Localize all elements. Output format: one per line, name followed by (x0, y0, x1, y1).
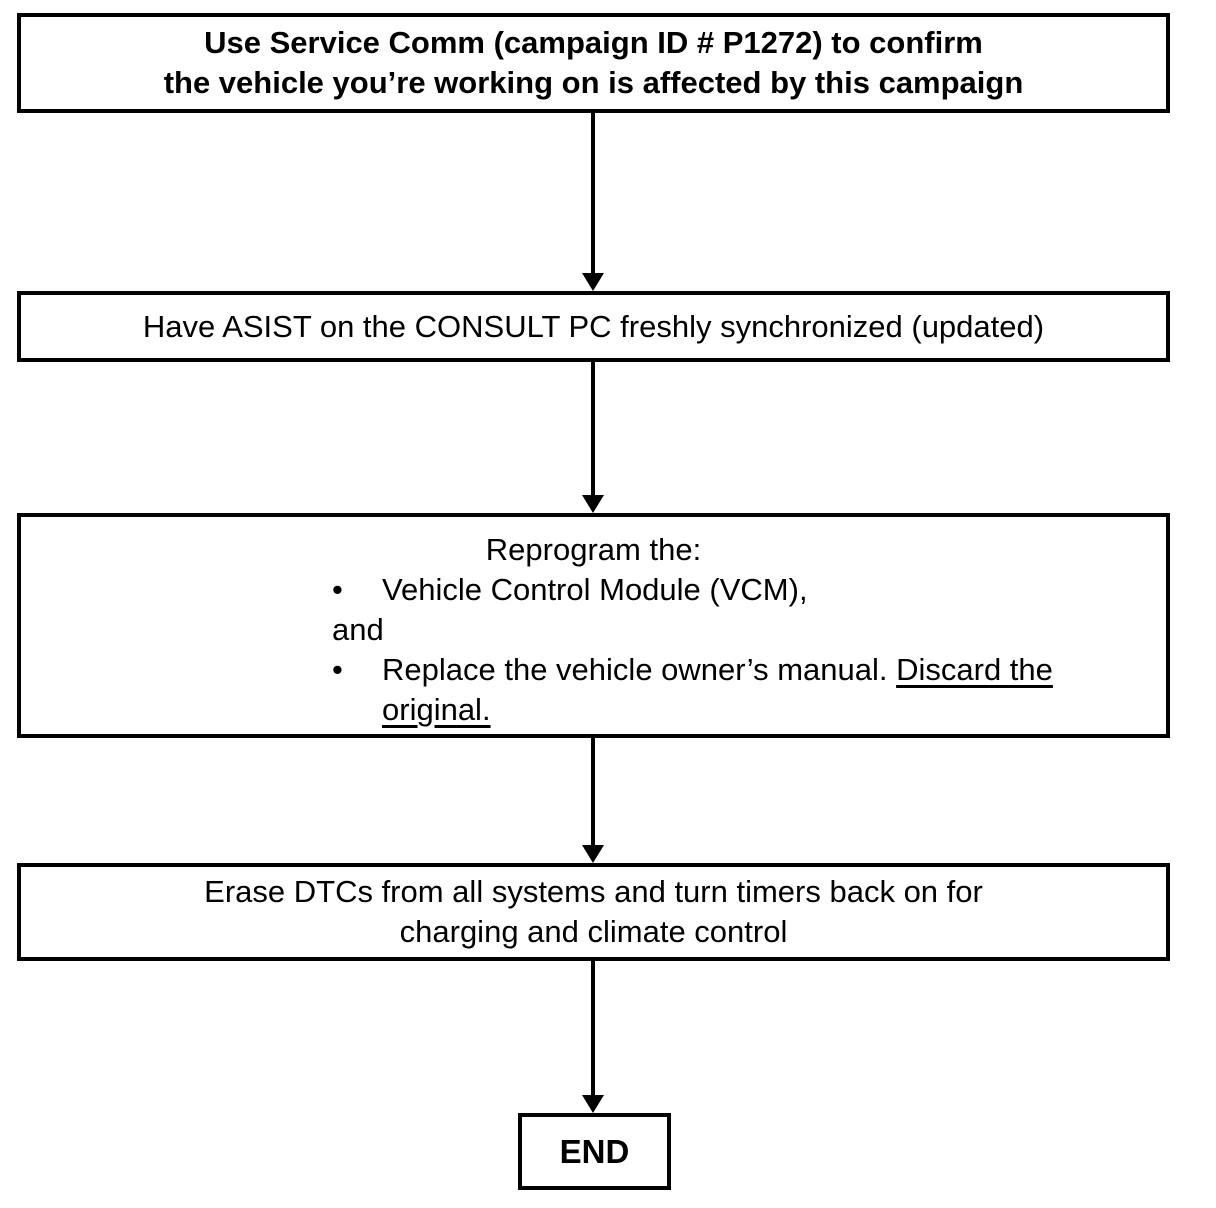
bullet-icon: • (332, 652, 343, 687)
step-text-line: Use Service Comm (campaign ID # P1272) t… (204, 25, 983, 60)
step-confirm-campaign-text: Use Service Comm (campaign ID # P1272) t… (164, 23, 1024, 103)
flow-arrow (582, 112, 604, 291)
arrow-stem (591, 112, 595, 273)
arrow-stem (591, 737, 595, 845)
bullet-icon: • (332, 572, 343, 607)
discard-underlined-text: Discard the original. (382, 652, 1053, 727)
step-sync-asist-text: Have ASIST on the CONSULT PC freshly syn… (142, 308, 1045, 344)
arrow-down-icon (582, 1095, 604, 1113)
step-text-line: charging and climate control (399, 914, 788, 949)
step-text-line: the vehicle you’re working on is affecte… (163, 65, 1024, 100)
flow-arrow (582, 361, 604, 513)
list-item-text: Vehicle Control Module (VCM), (382, 572, 808, 607)
arrow-down-icon (582, 273, 604, 291)
flow-arrow (582, 960, 604, 1113)
flow-arrow (582, 737, 604, 863)
underline-line: original. (382, 692, 491, 727)
underline-line: Discard the (896, 652, 1053, 687)
step-erase-dtcs-text: Erase DTCs from all systems and turn tim… (204, 872, 983, 952)
step-confirm-campaign-box: Use Service Comm (campaign ID # P1272) t… (17, 13, 1170, 113)
arrow-stem (591, 361, 595, 495)
list-connector-text: and (332, 612, 384, 647)
arrow-down-icon (582, 845, 604, 863)
arrow-down-icon (582, 495, 604, 513)
list-item: • Vehicle Control Module (VCM), (332, 570, 1166, 610)
reprogram-heading: Reprogram the: (485, 532, 702, 567)
step-erase-dtcs-box: Erase DTCs from all systems and turn tim… (17, 863, 1170, 961)
list-item-text-plain: Replace the vehicle owner’s manual. (382, 652, 888, 687)
step-reprogram-box: Reprogram the: • Vehicle Control Module … (17, 513, 1170, 738)
list-item-text: Replace the vehicle owner’s manual. Disc… (382, 650, 1166, 730)
arrow-stem (591, 960, 595, 1095)
step-text-line: Erase DTCs from all systems and turn tim… (204, 874, 983, 909)
end-label: END (559, 1132, 630, 1170)
reprogram-list: • Vehicle Control Module (VCM), and • Re… (332, 570, 1166, 730)
step-sync-asist-box: Have ASIST on the CONSULT PC freshly syn… (17, 291, 1170, 362)
end-terminator-box: END (518, 1113, 671, 1190)
list-item: • Replace the vehicle owner’s manual. Di… (332, 650, 1166, 730)
